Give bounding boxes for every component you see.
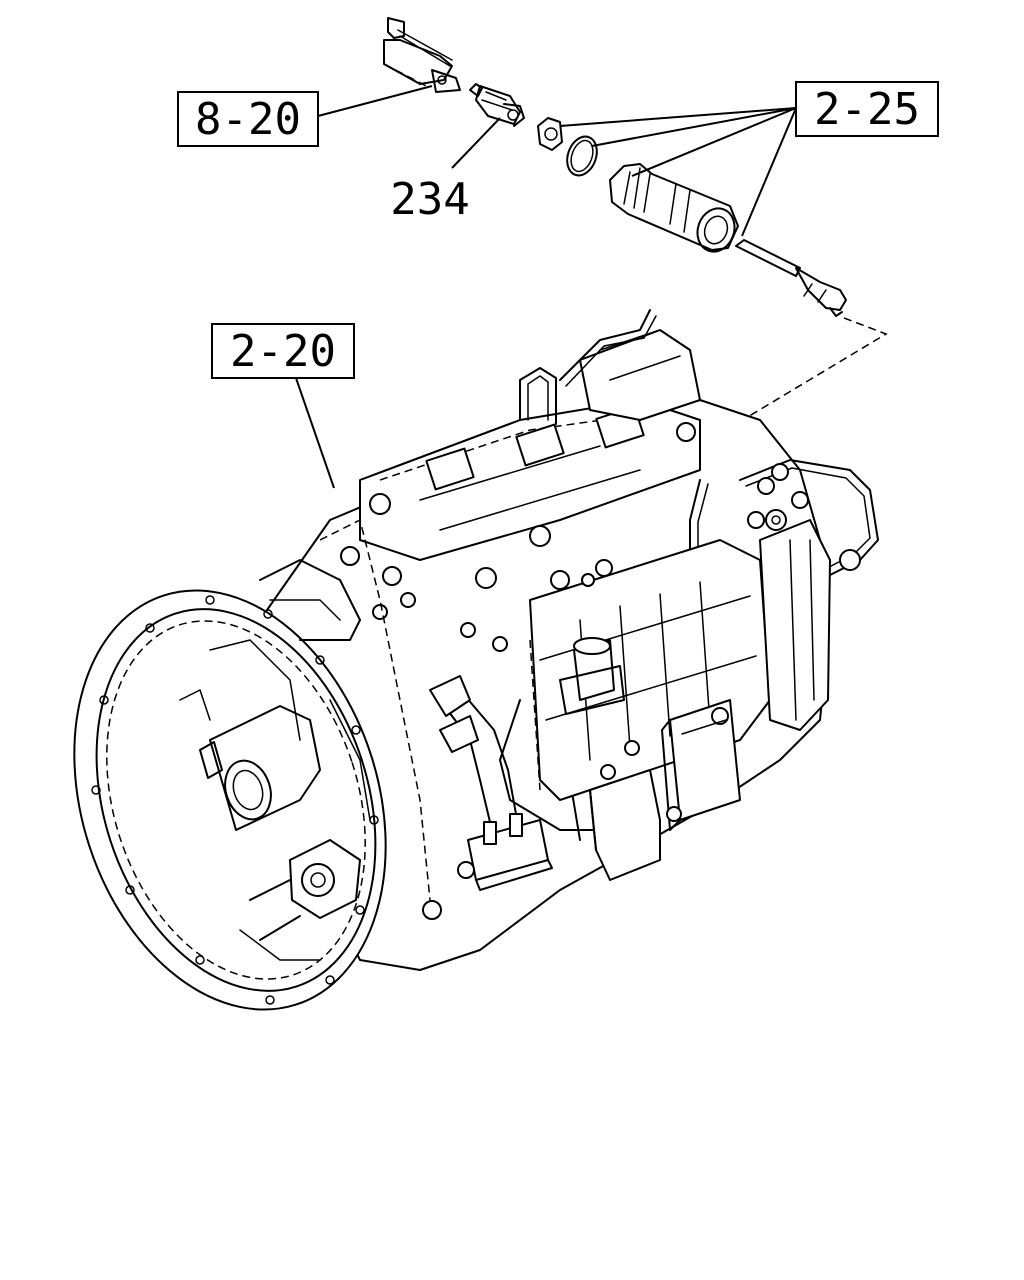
lower-cover	[589, 740, 661, 881]
speed-sensor-234	[469, 83, 525, 127]
shift-solenoid-rail	[519, 329, 701, 425]
sensor-harness-bracket	[383, 17, 461, 93]
ref-label-2-20: 2-20	[230, 326, 336, 377]
assembly-path-line	[715, 317, 888, 437]
ref-label-2-25: 2-25	[814, 84, 920, 135]
ref-box-2-25: 2-25	[795, 81, 939, 137]
part-label-234: 234	[390, 174, 469, 225]
nut-and-o-ring	[537, 117, 598, 177]
leader-234	[451, 117, 501, 169]
speedometer-sleeve	[609, 163, 739, 253]
driven-shaft	[735, 239, 847, 317]
bell-housing-bolts	[91, 595, 379, 1005]
ref-box-2-20: 2-20	[211, 323, 355, 379]
case-bolts	[340, 546, 508, 920]
leader-2-20	[295, 377, 335, 489]
leader-8-20	[317, 85, 433, 117]
solenoid-valve	[559, 637, 625, 715]
input-shaft	[199, 705, 321, 831]
ref-label-8-20: 8-20	[195, 94, 301, 145]
release-fork-boss	[249, 839, 361, 941]
control-unit-box	[661, 699, 741, 831]
transmission-assembly	[73, 309, 879, 1011]
leaders-2-25	[559, 107, 797, 237]
valve-manifold	[429, 675, 553, 891]
rear-retainer	[747, 477, 831, 731]
ref-box-8-20: 8-20	[177, 91, 319, 147]
part-number-234: 234	[390, 174, 469, 225]
